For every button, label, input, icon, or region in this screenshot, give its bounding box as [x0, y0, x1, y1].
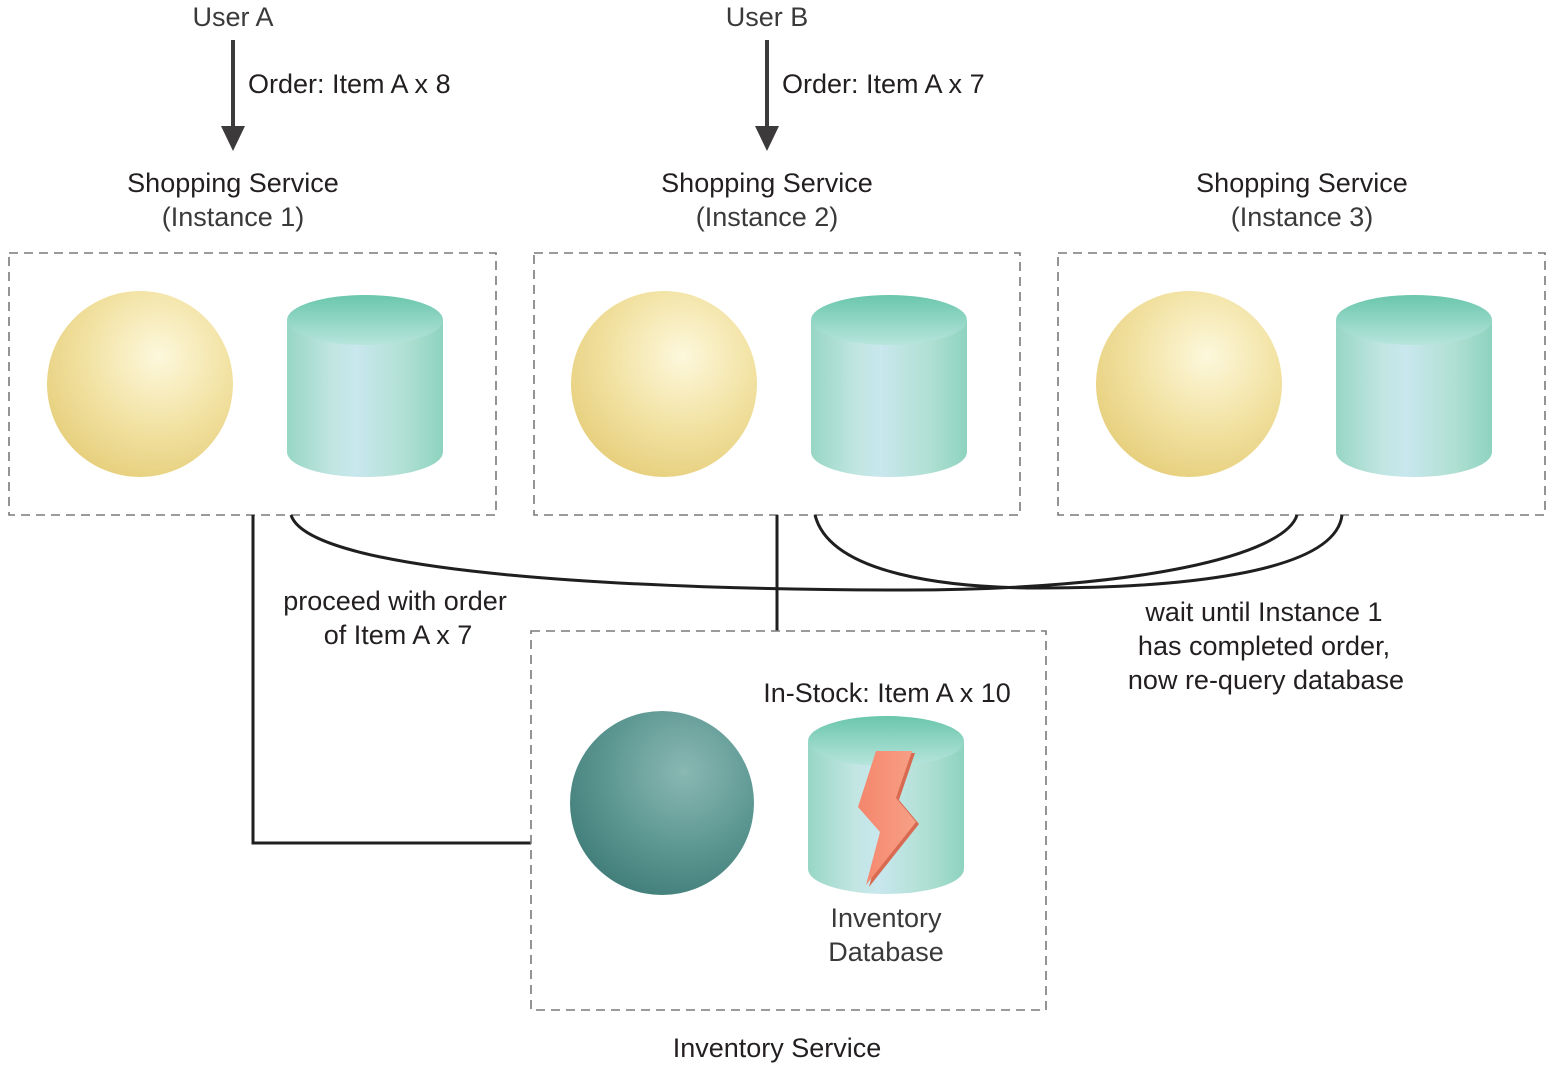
user-a-order-label: Order: Item A x 8	[248, 69, 451, 99]
inventory-database-label-line-1: Inventory	[830, 903, 942, 933]
instance-2-title-text: Shopping Service	[661, 168, 873, 198]
connectors	[251, 514, 1344, 845]
instance-1-to-inventory-line	[251, 515, 531, 845]
instance-2-subtitle: (Instance 2)	[696, 202, 839, 232]
user-b-label: User B	[726, 2, 809, 32]
inventory-database-label-line-2: Database	[828, 937, 944, 967]
user-a-label: User A	[192, 2, 273, 32]
instance-3-subtitle: (Instance 3)	[1231, 202, 1374, 232]
service-sphere-icon	[1096, 291, 1282, 477]
instance-1-title: Shopping Service (Instance 1)	[127, 168, 339, 232]
database-cylinder-icon	[1336, 295, 1492, 477]
wait-note: wait until Instance 1 has completed orde…	[1128, 597, 1404, 695]
service-sphere-icon	[47, 291, 233, 477]
lightning-bolt-icon	[858, 751, 919, 887]
in-stock-label: In-Stock: Item A x 10	[763, 678, 1011, 708]
shopping-instance-3	[1057, 252, 1546, 516]
database-cylinder-icon	[811, 295, 967, 477]
instance-2-title: Shopping Service (Instance 2)	[661, 168, 873, 232]
user-b-arrow	[755, 40, 779, 151]
service-sphere-icon	[571, 291, 757, 477]
instance-3-title: Shopping Service (Instance 3)	[1196, 168, 1408, 232]
proceed-note-line-1: proceed with order	[283, 586, 507, 616]
user-b-order-label: Order: Item A x 7	[782, 69, 985, 99]
wait-note-line-3: now re-query database	[1128, 665, 1404, 695]
inventory-service-label: Inventory Service	[673, 1033, 882, 1063]
inventory-boundary	[530, 630, 1047, 1011]
instance-1-subtitle: (Instance 1)	[162, 202, 305, 232]
inventory-service: In-Stock: Item A x 10 Inventory Database	[530, 630, 1047, 1011]
database-cylinder-icon	[287, 295, 443, 477]
instance-3-boundary	[1057, 252, 1546, 516]
shopping-instance-1	[8, 252, 497, 516]
user-a-arrow	[221, 40, 245, 151]
inventory-database-icon	[808, 716, 964, 894]
inventory-sphere-icon	[570, 711, 754, 895]
wait-note-line-2: has completed order,	[1138, 631, 1390, 661]
proceed-note: proceed with order of Item A x 7	[283, 586, 507, 650]
instance-3-title-text: Shopping Service	[1196, 168, 1408, 198]
instance-1-title-text: Shopping Service	[127, 168, 339, 198]
proceed-note-line-2: of Item A x 7	[324, 620, 473, 650]
shopping-instance-2	[533, 252, 1021, 516]
instance-1-to-instance-3-curve	[289, 514, 1299, 592]
wait-note-line-1: wait until Instance 1	[1144, 597, 1382, 627]
instance-2-to-instance-3-curve	[813, 514, 1344, 590]
